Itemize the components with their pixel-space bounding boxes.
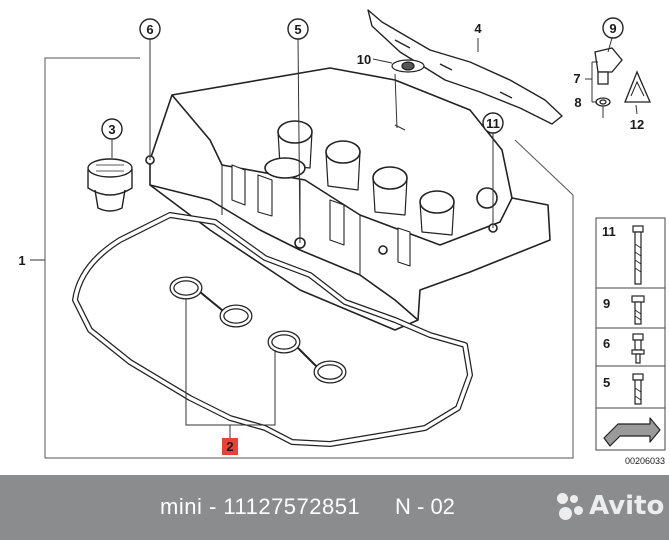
fastener-row-11: 11 xyxy=(602,224,644,285)
svg-text:11: 11 xyxy=(602,224,616,239)
caption-bar: mini - 11127572851 N - 02 Avito xyxy=(0,475,669,540)
svg-text:5: 5 xyxy=(294,22,301,37)
direction-arrow-icon xyxy=(603,417,661,447)
parts-diagram: 6 5 3 11 9 4 10 7 8 12 1 2 11 xyxy=(18,9,666,466)
callout-10: 10 xyxy=(357,52,371,67)
watermark-text: Avito xyxy=(589,491,665,521)
svg-text:5: 5 xyxy=(603,375,610,390)
callout-7: 7 xyxy=(573,71,580,86)
callout-1: 1 xyxy=(18,253,25,268)
callout-8: 8 xyxy=(574,95,581,110)
fastener-row-6: 6 xyxy=(603,333,645,364)
cover-gasket xyxy=(72,212,473,447)
fastener-row-5: 5 xyxy=(603,373,644,405)
warning-label xyxy=(624,70,651,103)
assembly-frame xyxy=(44,57,574,459)
svg-text:11: 11 xyxy=(486,116,500,131)
oil-filler-cap xyxy=(87,158,133,212)
svg-text:2: 2 xyxy=(226,439,233,454)
cover-strip xyxy=(367,9,563,125)
part-number-caption: mini - 11127572851 xyxy=(160,494,361,519)
avito-logo-icon xyxy=(557,493,587,521)
callout-3: 3 xyxy=(101,118,123,140)
callout-2-highlighted: 2 xyxy=(222,438,238,455)
part-section-label: N - 02 xyxy=(395,494,455,519)
svg-text:9: 9 xyxy=(603,296,610,311)
svg-text:3: 3 xyxy=(108,122,115,137)
callout-11: 11 xyxy=(482,112,504,134)
fastener-table: 11 9 6 5 xyxy=(595,217,666,451)
emblem-badge xyxy=(391,59,425,73)
svg-text:6: 6 xyxy=(146,22,153,37)
svg-text:6: 6 xyxy=(603,336,610,351)
callout-5: 5 xyxy=(287,18,309,40)
valve-cover xyxy=(145,67,551,331)
fastener-row-9: 9 xyxy=(603,295,645,325)
svg-text:9: 9 xyxy=(609,21,616,36)
leader-lines xyxy=(30,37,638,438)
reference-code: 00206033 xyxy=(625,456,665,466)
callout-12: 12 xyxy=(630,117,644,132)
callout-6: 6 xyxy=(139,18,161,40)
callout-9: 9 xyxy=(602,17,624,39)
avito-watermark: Avito xyxy=(557,489,664,525)
callout-4: 4 xyxy=(474,21,482,36)
